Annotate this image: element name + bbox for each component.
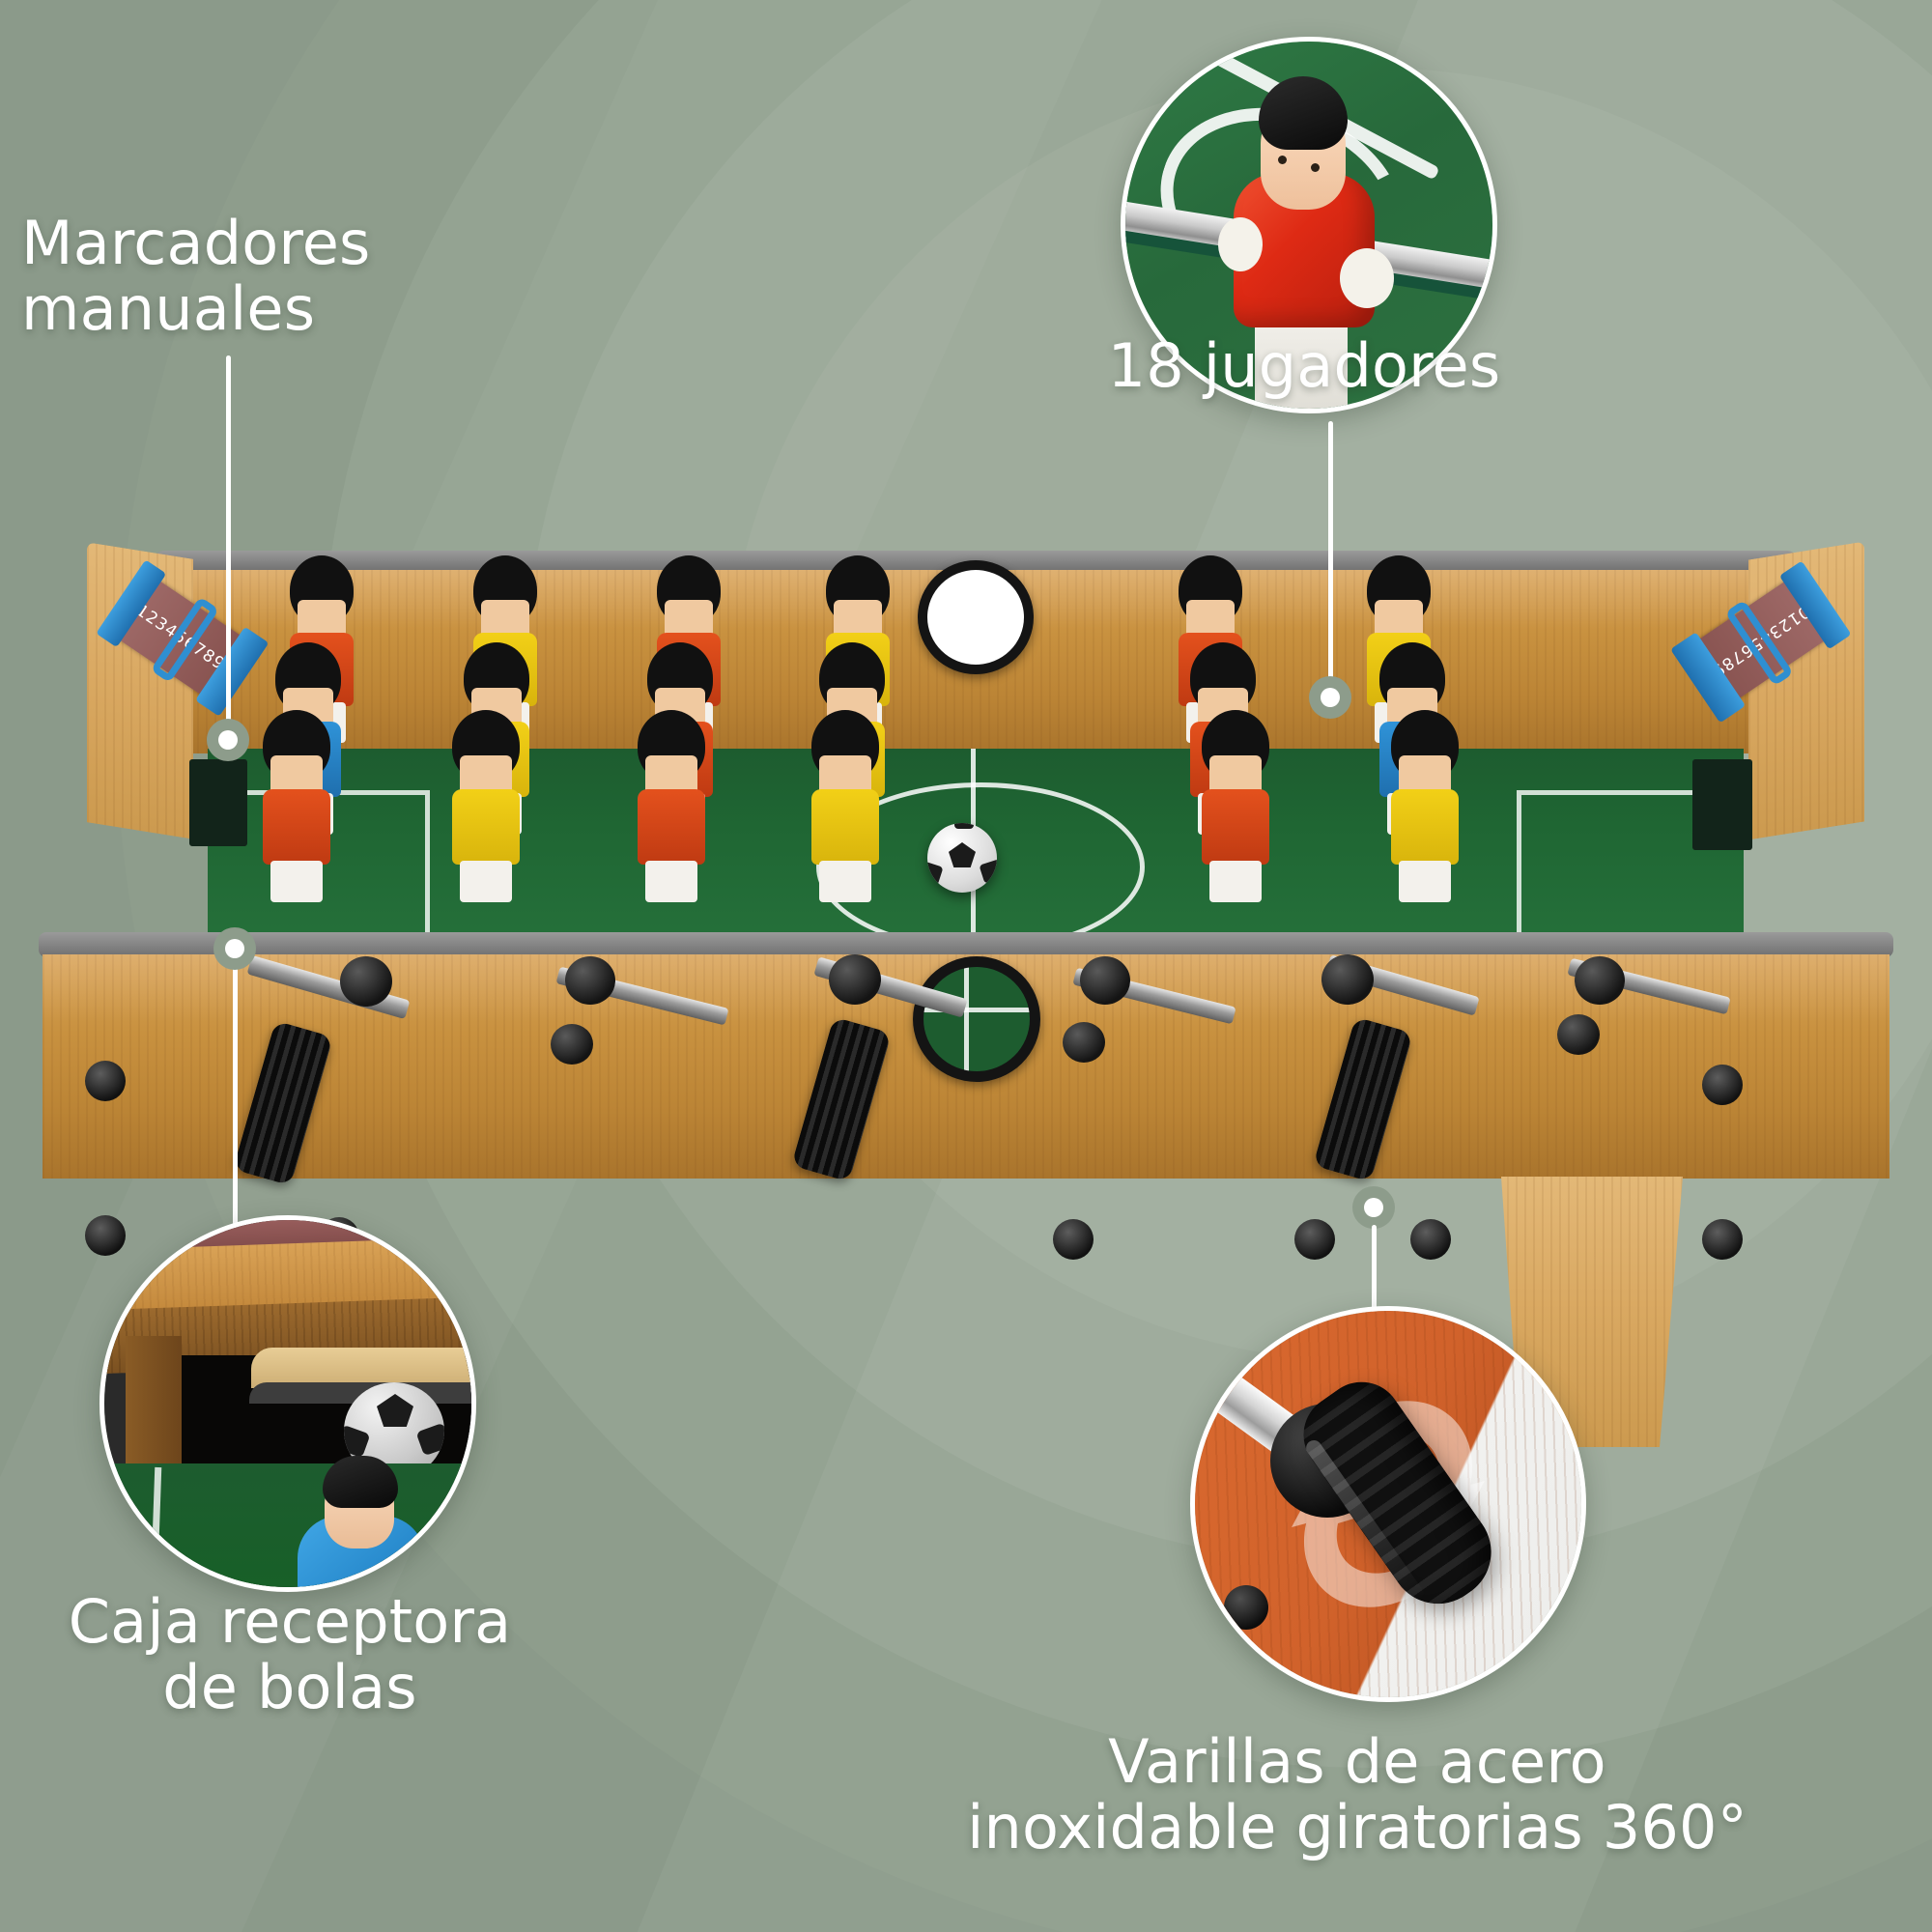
player-figure: [638, 710, 705, 902]
callout-marcadores-line-2: manuales: [21, 273, 316, 345]
marker-dot-rods[interactable]: [1352, 1186, 1395, 1229]
player-figure: [263, 710, 330, 902]
rod-bushing: [565, 956, 615, 1005]
ball-serve-hole-back: [918, 560, 1034, 674]
callout-caja-receptora: Caja receptora de bolas: [10, 1586, 570, 1723]
marker-dot-scoreboard[interactable]: [207, 719, 249, 761]
soccer-ball: [927, 823, 997, 893]
goal-left: [189, 759, 247, 846]
inset-inner-shelf: [251, 1348, 471, 1388]
callout-jugadores-line-1: 18 jugadores: [1107, 330, 1501, 401]
inset-player-figure: [1121, 37, 1497, 413]
player-figure: [1202, 710, 1269, 902]
apron-screw: [1702, 1219, 1743, 1260]
callout-caja-line-1: Caja receptora: [68, 1586, 512, 1657]
rod-end-cap: [1557, 1014, 1600, 1055]
leader-line-varillas: [1372, 1225, 1377, 1341]
apron-screw: [1053, 1219, 1094, 1260]
table-front-rail: [39, 932, 1893, 957]
player-figure: [1391, 710, 1459, 902]
player-figure: [811, 710, 879, 902]
player-figure: [452, 710, 520, 902]
rod-bushing: [829, 954, 881, 1005]
product-photo-foosball-table: 123456789 0123456789: [0, 541, 1932, 1447]
rod-bushing: [1080, 956, 1130, 1005]
callout-18-jugadores: 18 jugadores: [995, 330, 1613, 401]
inset-rod-handle: [1190, 1306, 1586, 1702]
inset-player-eye-left: [1278, 156, 1287, 164]
callout-varillas-acero: Varillas de acero inoxidable giratorias …: [792, 1726, 1922, 1863]
apron-screw: [1702, 1065, 1743, 1105]
leader-line-marcadores: [226, 355, 231, 740]
inset-player-collar-right: [1340, 248, 1394, 308]
inset-ball-return: [99, 1215, 476, 1592]
inset-blue-player-hair: [323, 1456, 398, 1508]
marker-dot-players[interactable]: [1309, 676, 1351, 719]
inset-player-collar-left: [1218, 217, 1263, 271]
rod-bushing: [340, 956, 392, 1007]
callout-marcadores-manuales: Marcadores manuales: [21, 208, 466, 345]
rod-bushing: [1575, 956, 1625, 1005]
inset-apron-screw: [1224, 1585, 1268, 1630]
leader-line-caja: [233, 956, 238, 1225]
rod-bushing: [1321, 954, 1374, 1005]
goal-right: [1692, 759, 1752, 850]
inset-player-hair: [1259, 76, 1348, 150]
callout-varillas-line-1: Varillas de acero: [1108, 1726, 1606, 1797]
rod-end-cap: [551, 1024, 593, 1065]
leader-line-jugadores: [1328, 421, 1333, 694]
apron-screw: [85, 1061, 126, 1101]
inset-inner-left-wall: [126, 1336, 182, 1481]
inset-player-eye-right: [1311, 163, 1320, 172]
apron-screw: [1410, 1219, 1451, 1260]
ball-serve-hole-front: [913, 956, 1040, 1082]
callout-varillas-line-2: inoxidable giratorias 360°: [967, 1792, 1747, 1863]
rod-end-cap: [1063, 1022, 1105, 1063]
callout-marcadores-line-1: Marcadores: [21, 208, 371, 278]
field-right-penalty-box: [1517, 790, 1715, 952]
callout-caja-line-2: de bolas: [162, 1652, 417, 1723]
apron-screw: [1294, 1219, 1335, 1260]
marker-dot-ball-return[interactable]: [213, 927, 256, 970]
